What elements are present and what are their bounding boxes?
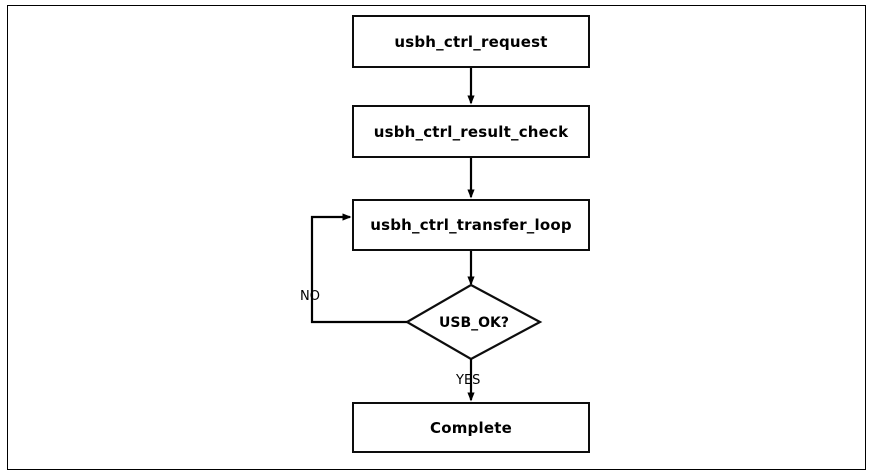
node-label: usbh_ctrl_request — [394, 32, 548, 51]
node-usbh-ctrl-transfer-loop[interactable]: usbh_ctrl_transfer_loop — [352, 199, 590, 251]
node-usbh-ctrl-result-check[interactable]: usbh_ctrl_result_check — [352, 105, 590, 158]
node-usbh-ctrl-request[interactable]: usbh_ctrl_request — [352, 15, 590, 68]
decision-diamond-usb-ok — [404, 283, 543, 361]
node-label: usbh_ctrl_result_check — [373, 122, 569, 141]
node-label: Complete — [430, 418, 512, 437]
node-complete[interactable]: Complete — [352, 402, 590, 453]
edge-label-no: NO — [300, 289, 320, 304]
node-label: usbh_ctrl_transfer_loop — [370, 216, 572, 234]
edge-label-yes: YES — [456, 373, 481, 388]
edge-decision-no-to-loop — [310, 213, 407, 324]
